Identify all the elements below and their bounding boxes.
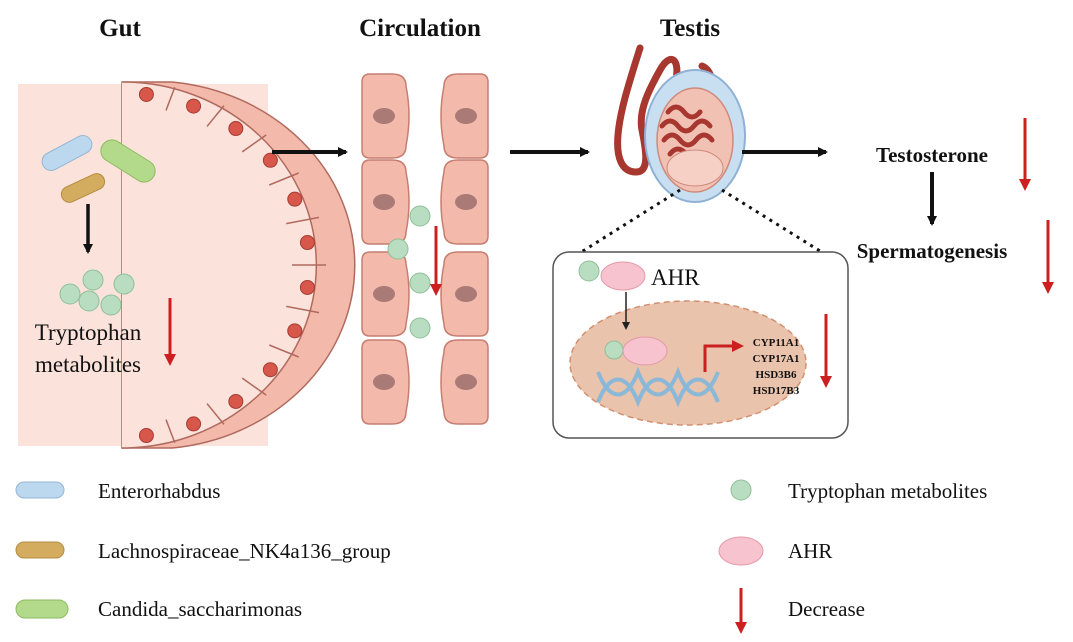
legend-lachnospiraceae-label: Lachnospiraceae_NK4a136_group: [98, 539, 391, 563]
gene-label: CYP11A1: [753, 337, 799, 349]
cell-border: [165, 87, 176, 111]
legend-lachnospiraceae-swatch: [15, 541, 65, 559]
cell-nucleus: [569, 300, 807, 426]
epithelial-nucleus: [299, 279, 315, 295]
gut-title: Gut: [99, 15, 141, 42]
lachnospiraceae-bacterium: [60, 173, 106, 203]
cell-border: [286, 216, 320, 225]
testis-panel: Testis AHR: [552, 15, 849, 439]
legend-ahr-swatch: [718, 536, 764, 566]
legend-candida-swatch: [15, 599, 69, 619]
cell-border: [286, 305, 320, 314]
gut-metabolite-dots: [59, 269, 135, 316]
transcription-arrow: [703, 340, 744, 372]
testosterone-label: Testosterone: [876, 143, 988, 167]
circulating-metabolite-dots: [387, 205, 431, 339]
legend-ahr-label: AHR: [788, 539, 832, 563]
endothelial-cell: [361, 73, 410, 159]
gut-metabolites-label-line1: Tryptophan: [35, 320, 142, 345]
nuclear-metabolite-dot: [604, 340, 624, 360]
gene-label: HSD17B3: [753, 385, 800, 397]
enterorhabdus-bacterium: [41, 135, 93, 171]
legend-metabolite-swatch: [730, 479, 752, 501]
circulation-title: Circulation: [359, 15, 481, 42]
cell-border: [206, 403, 225, 425]
legend: Enterorhabdus Lachnospiraceae_NK4a136_gr…: [15, 479, 987, 634]
gene-label: CYP17A1: [752, 353, 799, 365]
endothelial-cell: [440, 159, 489, 245]
epithelial-nucleus: [299, 235, 315, 251]
nuclear-ahr-oval: [622, 336, 668, 366]
cell-border: [165, 419, 176, 443]
outcomes: Testosterone Spermatogenesis: [857, 118, 1054, 294]
cell-border: [241, 134, 267, 153]
cell-border: [268, 172, 299, 186]
endothelial-cell: [361, 251, 410, 337]
inset-ahr-oval: [600, 261, 646, 291]
cell-border: [241, 377, 267, 396]
inset-ahr-label: AHR: [651, 265, 700, 290]
epithelial-nucleus: [262, 362, 278, 378]
legend-enterorhabdus-swatch: [15, 481, 65, 499]
endothelial-cell: [440, 251, 489, 337]
epithelial-nucleus: [186, 416, 202, 432]
epithelial-nucleus: [287, 323, 303, 339]
inset-metabolite-dot: [578, 260, 600, 282]
epithelial-nucleus: [138, 86, 154, 102]
gut-metabolites-label-line2: metabolites: [35, 352, 141, 377]
gene-label: HSD3B6: [756, 369, 797, 381]
legend-candida-label: Candida_saccharimonas: [98, 597, 302, 621]
cell-border: [206, 105, 225, 127]
bacteria-cluster: [41, 135, 156, 203]
endothelial-cell: [440, 339, 489, 425]
legend-metabolite-label: Tryptophan metabolites: [788, 479, 987, 503]
testis-inset: AHR CYP11A1 CYP17A1 HSD3B6 HSD17B3: [552, 251, 849, 439]
epithelial-nucleus: [262, 152, 278, 168]
legend-enterorhabdus-label: Enterorhabdus: [98, 479, 220, 503]
legend-decrease-label: Decrease: [788, 597, 865, 621]
testis-title: Testis: [660, 15, 720, 42]
zoom-line-left: [574, 188, 681, 258]
endothelial-cell: [440, 73, 489, 159]
gut-panel: Gut Tryptophan metabolites: [18, 15, 356, 449]
epithelial-nucleus: [228, 393, 244, 409]
zoom-line-right: [721, 188, 829, 258]
epithelial-nucleus: [186, 98, 202, 114]
epithelial-nucleus: [138, 428, 154, 444]
gut-epithelium: [121, 81, 356, 449]
testis-illustration: [614, 44, 746, 203]
candida-saccharimonas-bacterium: [100, 139, 156, 183]
circulation-panel: Circulation: [359, 15, 489, 425]
dna-helix: [596, 366, 720, 408]
epithelial-nucleus: [287, 191, 303, 207]
cell-border: [268, 344, 299, 358]
spermatogenesis-label: Spermatogenesis: [857, 239, 1008, 263]
endothelial-cell: [361, 159, 410, 245]
endothelial-cell: [361, 339, 410, 425]
epithelial-nucleus: [228, 121, 244, 137]
